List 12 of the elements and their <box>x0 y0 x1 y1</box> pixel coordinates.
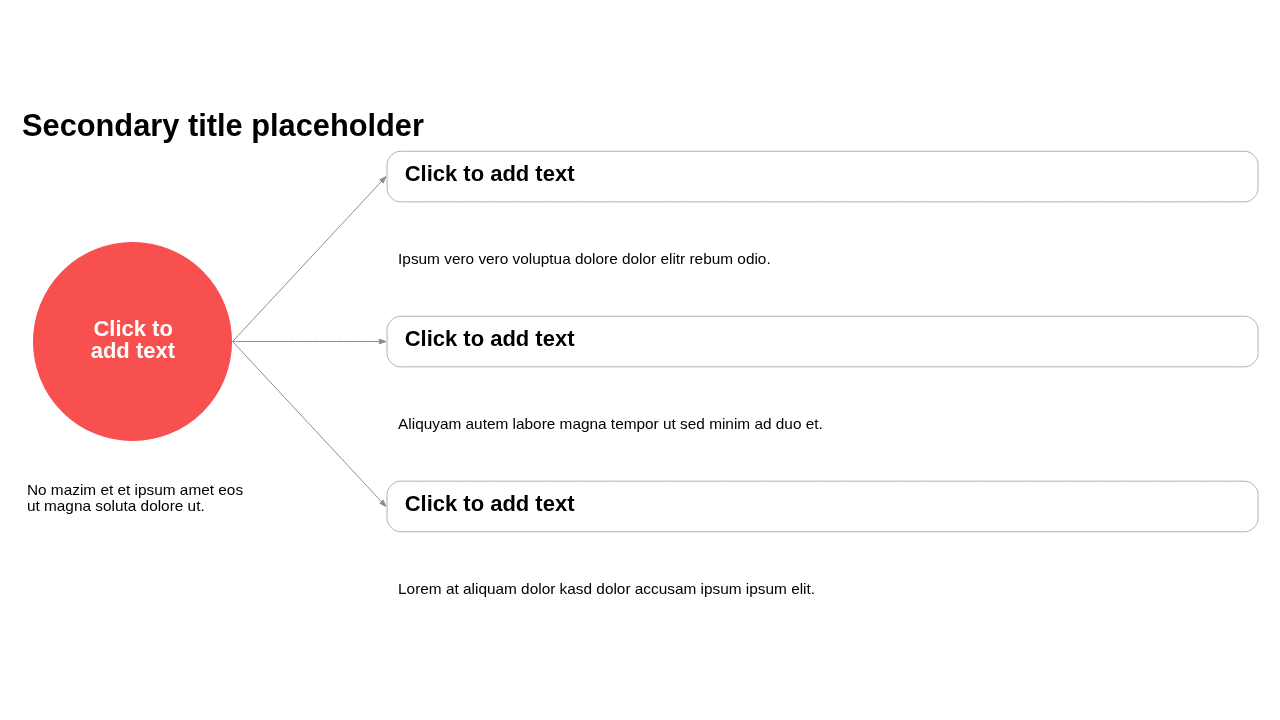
node-label: Lorem at aliquam dolor kasd dolor accusam ipsum ipsum elit. <box>398 579 816 597</box>
node-label: No mazim et et ipsum amet eos ut magna soluta dolore ut. <box>26 480 244 514</box>
arrow <box>232 338 387 344</box>
node-circle: Click to add text <box>33 241 232 441</box>
diagram-title: Secondary title placeholder <box>21 107 424 143</box>
node-box: Click to add text <box>386 315 1259 367</box>
node-label: Ipsum vero vero voluptua dolore dolor elitr rebum odio. <box>398 249 771 267</box>
node-box: Click to add text <box>386 150 1259 202</box>
arrow <box>232 340 387 507</box>
node-label: Aliquyam autem labore magna tempor ut sed minim ad duo et. <box>398 414 823 432</box>
arrow <box>232 175 387 342</box>
node-box: Click to add text <box>386 480 1259 532</box>
